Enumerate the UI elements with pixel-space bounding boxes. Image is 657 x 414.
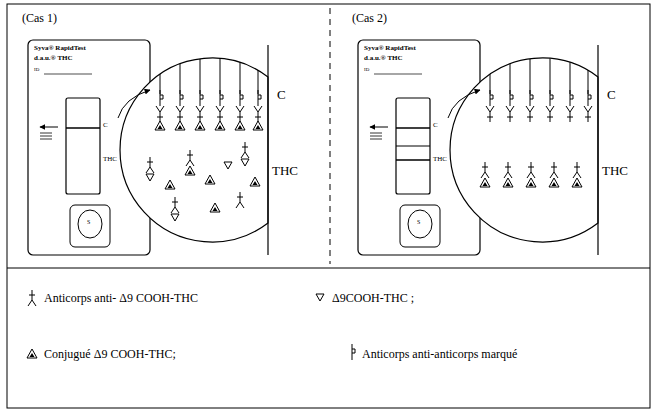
brand-text: d.a.u.® THC [364, 55, 403, 62]
outer-frame [7, 4, 650, 408]
id-field: ID [34, 67, 39, 72]
band-label: THC [433, 156, 447, 163]
sample-well-label: S [417, 219, 420, 225]
brand-text: Syva® RapidTest [34, 45, 86, 52]
legend-text: Δ9COOH-THC ; [332, 291, 414, 305]
band-label: C [433, 122, 438, 129]
zone-label: C [607, 88, 616, 101]
legend-text: Anticorps anti-anticorps marqué [362, 347, 517, 361]
window-split [396, 146, 430, 147]
legend-text: Anticorps anti- Δ9 COOH-THC [44, 291, 198, 305]
legend-divider [7, 268, 650, 269]
thc-band [396, 159, 430, 161]
zone-label: THC [272, 164, 298, 177]
magnified-zone [146, 55, 263, 221]
zone-label: C [277, 88, 286, 101]
legend-entry: Anticorps anti- Δ9 COOH-THC [44, 292, 198, 304]
magnified-zone [480, 55, 592, 187]
band-label: THC [103, 156, 117, 163]
legend-entry: Anticorps anti-anticorps marqué [362, 348, 517, 360]
brand-text: d.a.u.® THC [34, 55, 73, 62]
legend-symbols [27, 290, 355, 360]
magnifier-circle [118, 45, 268, 255]
band-label: C [103, 122, 108, 129]
legend-entry: Δ9COOH-THC ; [332, 292, 414, 304]
zone-label: THC [602, 164, 628, 177]
case-one [28, 40, 268, 255]
legend-text: Conjugué Δ9 COOH-THC; [44, 347, 176, 361]
case-divider [330, 8, 331, 264]
magnifier-circle [448, 45, 598, 255]
case-two [358, 40, 598, 255]
case-title: (Cas 2) [352, 12, 387, 24]
legend-entry: Conjugué Δ9 COOH-THC; [44, 348, 176, 360]
id-field: ID [364, 67, 369, 72]
sample-well-label: S [87, 219, 90, 225]
brand-text: Syva® RapidTest [364, 45, 416, 52]
case-title: (Cas 1) [22, 12, 57, 24]
